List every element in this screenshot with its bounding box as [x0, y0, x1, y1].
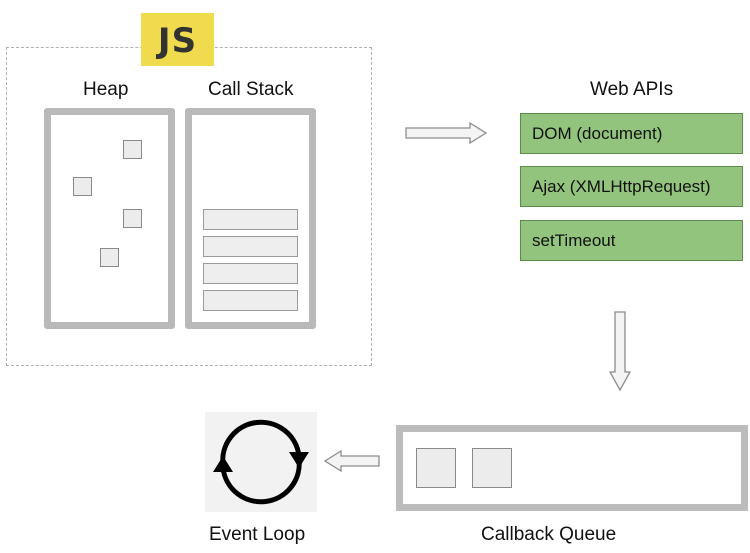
stack-frame — [203, 209, 298, 230]
refresh-cycle-icon — [213, 419, 309, 505]
web-api-settimeout-label: setTimeout — [532, 230, 616, 250]
web-api-settimeout: setTimeout — [520, 220, 743, 261]
event-loop-box — [205, 412, 317, 512]
queue-item — [416, 448, 456, 488]
js-logo: JS — [141, 13, 214, 66]
stack-frame — [203, 236, 298, 257]
arrow-down-icon — [608, 311, 632, 392]
stack-frame — [203, 263, 298, 284]
event-loop-title: Event Loop — [209, 524, 306, 545]
arrow-right-icon — [405, 121, 488, 145]
heap-object — [123, 209, 142, 228]
web-api-ajax: Ajax (XMLHttpRequest) — [520, 166, 743, 207]
web-api-dom-label: DOM (document) — [532, 123, 663, 143]
heap-object — [73, 177, 92, 196]
callback-queue-title: Callback Queue — [481, 524, 617, 545]
stack-frame — [203, 290, 298, 311]
heap-title: Heap — [83, 79, 129, 100]
heap-object — [100, 248, 119, 267]
js-logo-text: JS — [157, 21, 198, 61]
call-stack-title: Call Stack — [208, 79, 294, 100]
web-api-ajax-label: Ajax (XMLHttpRequest) — [532, 176, 711, 196]
web-api-dom: DOM (document) — [520, 113, 743, 154]
web-apis-title: Web APIs — [590, 79, 674, 100]
heap-object — [123, 140, 142, 159]
heap-box — [44, 108, 175, 329]
queue-item — [472, 448, 512, 488]
arrow-left-icon — [323, 449, 380, 473]
